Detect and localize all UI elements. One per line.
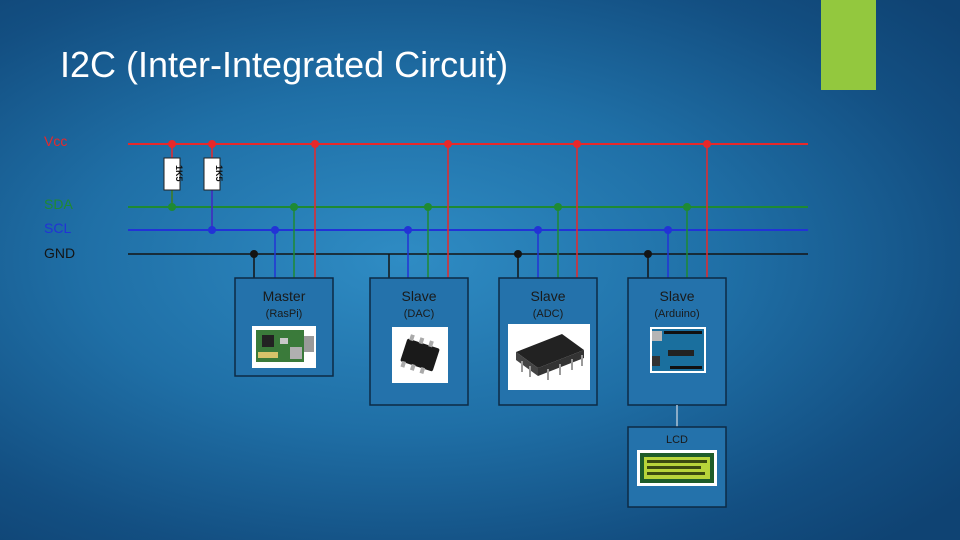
lcd-device-box: LCD (627, 426, 727, 508)
dac-title: Slave (401, 288, 436, 304)
lcd-title: LCD (666, 434, 688, 446)
adc-subtitle: (ADC) (533, 308, 564, 320)
resistor-sda: 1K5 (163, 157, 184, 191)
resistor-sda-label: 1K5 (174, 165, 184, 182)
slide-title: I2C (Inter-Integrated Circuit) (60, 44, 509, 85)
master-title: Master (263, 288, 306, 304)
adc-title: Slave (530, 288, 565, 304)
dac-device-box: Slave (DAC) (369, 277, 469, 406)
adc-wires (517, 144, 578, 278)
adc-device-box: Slave (ADC) (498, 277, 598, 406)
arduino-title: Slave (659, 288, 694, 304)
lcd-display-icon (637, 450, 717, 486)
accent-bar (821, 0, 876, 90)
dac-wires (388, 144, 449, 278)
dac-subtitle: (DAC) (404, 308, 435, 320)
resistor-scl: 1K5 (203, 157, 224, 191)
arduino-board-icon (650, 327, 706, 373)
dip-chip-icon (508, 324, 590, 390)
junction-dots (168, 140, 711, 258)
arduino-device-box: Slave (Arduino) (627, 277, 727, 406)
vcc-label: Vcc (44, 133, 67, 149)
gnd-label: GND (44, 245, 75, 261)
sda-label: SDA (44, 196, 73, 212)
master-subtitle: (RasPi) (266, 308, 303, 320)
arduino-subtitle: (Arduino) (654, 308, 699, 320)
scl-label: SCL (44, 220, 71, 236)
master-device-box: Master (RasPi) (234, 277, 334, 377)
raspberry-pi-board-icon (252, 326, 316, 368)
arduino-wires (647, 144, 708, 278)
smd-chip-icon (392, 327, 448, 383)
resistor-scl-label: 1K5 (214, 165, 224, 182)
master-wires (253, 144, 316, 278)
